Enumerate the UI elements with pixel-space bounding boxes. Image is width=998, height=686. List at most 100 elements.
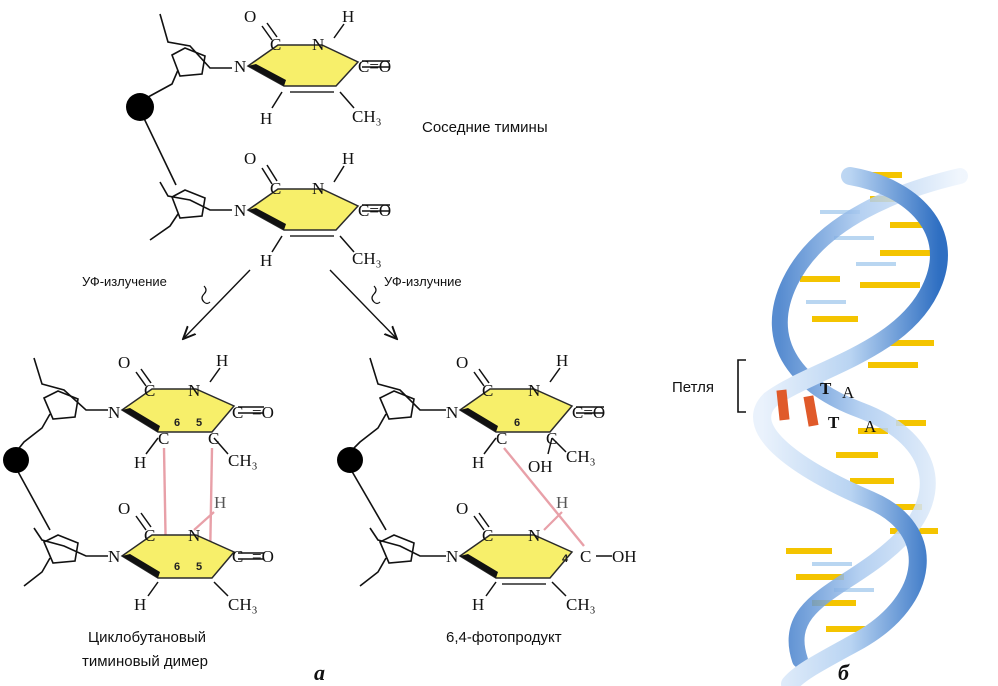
atom-O-t2: O [244,149,256,168]
atom-OH-p2: OH [612,547,637,566]
atom-C-t1: C [270,35,281,54]
atom-H-p1: H [556,351,568,370]
lesion-thymine-2 [803,395,819,427]
uv-label-left: УФ-излучение [82,274,167,289]
atom-H6-p1: H [472,453,484,472]
sugar-phosphate-backbone-dimer [15,357,108,587]
atom-N1-t1: N [234,57,246,76]
photoproduct-upper-ring [458,367,604,455]
phosphate-dot-dimer [3,447,29,473]
atom-N-t2: N [312,179,324,198]
atom-N-p2: N [528,526,540,545]
dna-helix: T A T A Петля [672,167,968,686]
atom-N-p1: N [528,381,540,400]
helix-base-A2: A [864,417,877,436]
atom-H-t1: H [342,7,354,26]
atom-CH3-t2: CH₃ [352,249,382,268]
atom-CH3-d1: CH₃ [228,451,258,470]
atom-N-d2: N [188,526,200,545]
dimer-upper-ring [120,367,264,455]
atom-C6-p1: C [496,429,507,448]
ring-number-5-upper: 5 [196,417,202,429]
atom-CH3-t1: CH₃ [352,107,382,126]
atom-C5-p1: C [546,429,557,448]
h-bond-link [193,511,215,531]
atom-C-d2: C [144,526,155,545]
atom-CH3-d2: CH₃ [228,595,258,614]
atom-N1-t2: N [234,201,246,220]
helix-strand-front [753,167,948,686]
helix-strand-back [771,168,968,668]
phosphate-dot-photoproduct [337,447,363,473]
atom-N-d1: N [188,381,200,400]
atom-C4-t2: C=O [358,201,391,220]
atom-N-t1: N [312,35,324,54]
atom-O4-d1: =O [252,403,274,422]
atom-OH-p1: OH [528,457,553,476]
thymine-ring-2 [246,164,390,253]
atom-O-p2: O [456,499,468,518]
atom-H-d1: H [216,351,228,370]
uv-arrows: УФ-излучение УФ-излучние [82,269,462,338]
panel-label-b: б [838,660,850,685]
atom-C-p2: C [482,526,493,545]
photoproduct-6-4-bond [503,447,585,547]
cyclobutane-caption-line2: тиминовый димер [82,653,208,670]
atom-H6-t2: H [260,251,272,270]
lesion-thymine-1 [776,389,790,421]
atom-C4-d2: C [232,547,243,566]
adjacent-thymines-structure: O H C N N C=O H CH₃ O H C N N C=O H CH₃ … [126,7,548,270]
atom-N1-p1: N [446,403,458,422]
loop-bracket [737,359,746,413]
atom-C4-t1: C=O [358,57,391,76]
sugar-phosphate-backbone-top [139,13,232,241]
atom-C4-d1: C [232,403,243,422]
atom-H-t2: H [342,149,354,168]
cyclobutane-caption-line1: Циклобутановый [88,629,206,646]
atom-H6-t1: H [260,109,272,128]
arrow-left [184,269,251,338]
atom-CH3-p1: CH₃ [566,447,596,466]
atom-N1-d2: N [108,547,120,566]
atom-C5-d1: C [208,429,219,448]
atom-O4-d2: =O [252,547,274,566]
photoproduct-structure: O H C N N C=O C C 6 H OH CH₃ H O C N N C [337,351,637,646]
atom-O-d1: O [118,353,130,372]
atom-O-p1: O [456,353,468,372]
photoproduct-lower-ring [458,512,612,597]
ring-number-6-lower: 6 [174,561,180,573]
atom-CH3-p2: CH₃ [566,595,596,614]
atom-H-photo-link: H [556,493,568,512]
helix-base-A1: A [842,383,855,402]
atom-N1-d1: N [108,403,120,422]
atom-C-d1: C [144,381,155,400]
uv-label-right: УФ-излучние [384,274,462,289]
atom-C4-p2: C [580,547,591,566]
photoproduct-caption: 6,4-фотопродукт [446,629,562,646]
atom-H-dimer-link: H [214,493,226,512]
atom-O-t1: O [244,7,256,26]
adjacent-thymines-label: Соседние тимины [422,119,548,136]
ring-number-6-photoproduct: 6 [514,417,520,429]
ring-number-6-upper: 6 [174,417,180,429]
helix-inner-rungs [806,210,896,592]
cyclobutane-dimer-structure: O H C N N C =O C C 6 5 H CH₃ H O C N N [3,351,274,670]
arrow-right [329,269,396,338]
atom-C-p1: C [482,381,493,400]
atom-C6-d1: C [158,429,169,448]
uv-squiggle-right-icon [371,285,381,305]
dimer-lower-ring [120,512,264,597]
phosphate-dot-top [126,93,154,121]
panel-label-a: а [314,660,325,685]
helix-base-T2: T [828,413,840,432]
uv-squiggle-left-icon [201,285,211,305]
ring-number-4-photoproduct: 4 [562,553,569,565]
photoproduct-h-link [543,511,563,531]
atom-O-d2: O [118,499,130,518]
atom-N1-p2: N [446,547,458,566]
atom-H6-p2: H [472,595,484,614]
ring-number-5-lower: 5 [196,561,202,573]
atom-C4-p1: C=O [572,403,605,422]
atom-H6-d1: H [134,453,146,472]
